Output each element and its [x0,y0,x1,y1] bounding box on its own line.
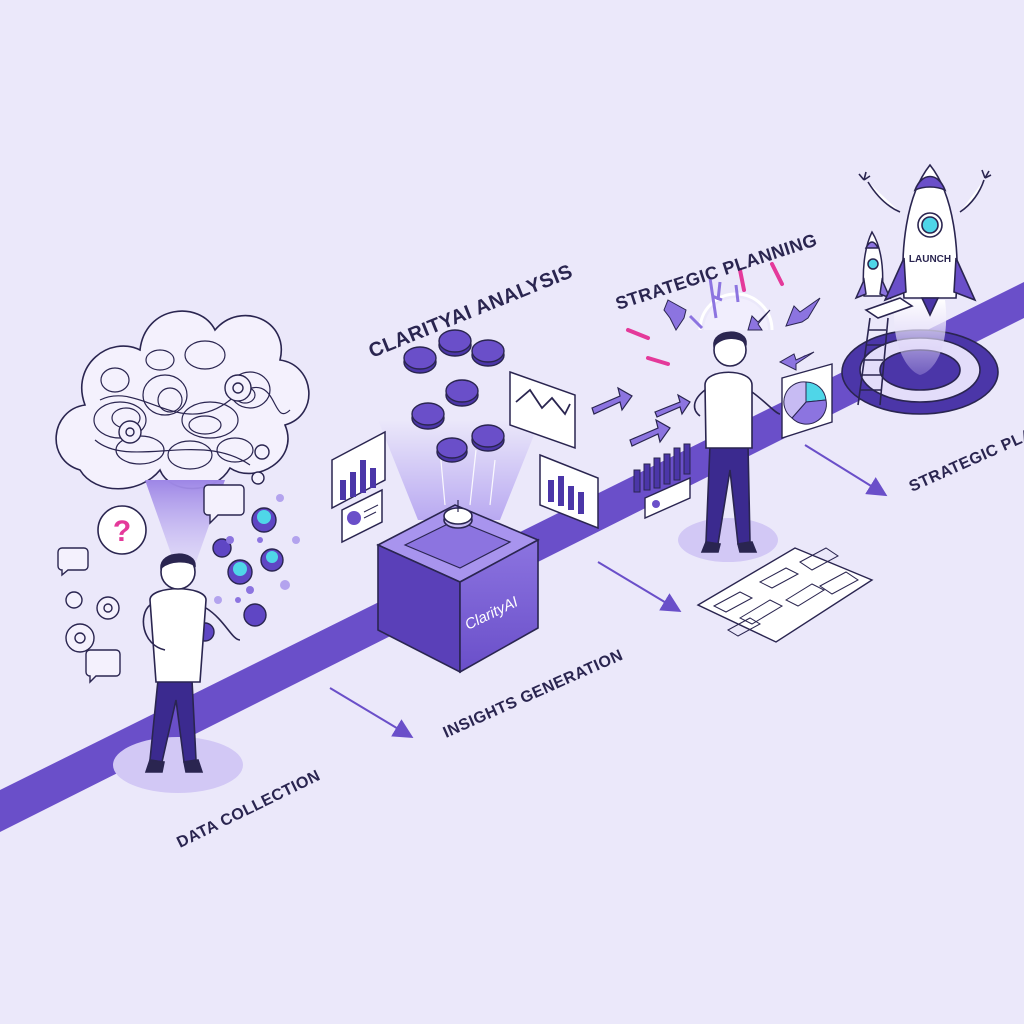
arrow-icon [778,351,815,371]
rocket-icon [883,163,977,317]
speech-bubble-icon [57,484,245,684]
arrow-icon [804,444,888,497]
arrow-icon [654,393,691,418]
pie-chart-icon [781,363,833,439]
rocket-exhaust [894,300,947,375]
stage-clarityai-analysis: ClarityAI CLARITYAI ANALYSIS [331,261,599,674]
stage-label-strategic-plan-cut: STRATEGIC PLA [907,426,1024,496]
celebrating-person [858,169,992,213]
card-icon [644,476,691,520]
gear-icon [65,444,270,653]
rocket-icon [854,230,892,300]
data-tokens [403,329,505,463]
stage-data-collection: ? DATA COLLECTION [55,310,323,852]
clarityai-box [376,500,540,674]
stage-strategic-planning: STRATEGIC PLANNING [591,230,874,643]
person-strategist [678,331,781,562]
tangled-scribbles-icon [93,340,291,470]
person-data-collector [113,553,243,793]
line-chart-icon [509,370,576,450]
light-beam [378,420,540,520]
arrow-icon [785,297,821,327]
bar-chart-icon [633,443,691,493]
stage-connector-arrows [329,444,888,739]
ladder-icon [857,297,914,406]
arrow-icon [329,687,414,739]
arrow-icon [747,309,771,331]
bar-chart-icon [331,430,386,510]
idea-burst [626,262,821,371]
arrow-icon [597,561,682,613]
arrow-icon [629,418,671,447]
bar-chart-icon [539,453,599,530]
board-icon [696,547,874,643]
question-icon: ? [97,505,147,555]
flow-arrows [591,386,691,447]
rocket-label: LAUNCH [909,254,951,265]
gear-icon [118,374,252,444]
svg-text:?: ? [113,515,131,548]
arrow-icon [591,386,633,415]
arrow-icon [663,299,687,331]
pie-chart-icon [341,488,383,544]
